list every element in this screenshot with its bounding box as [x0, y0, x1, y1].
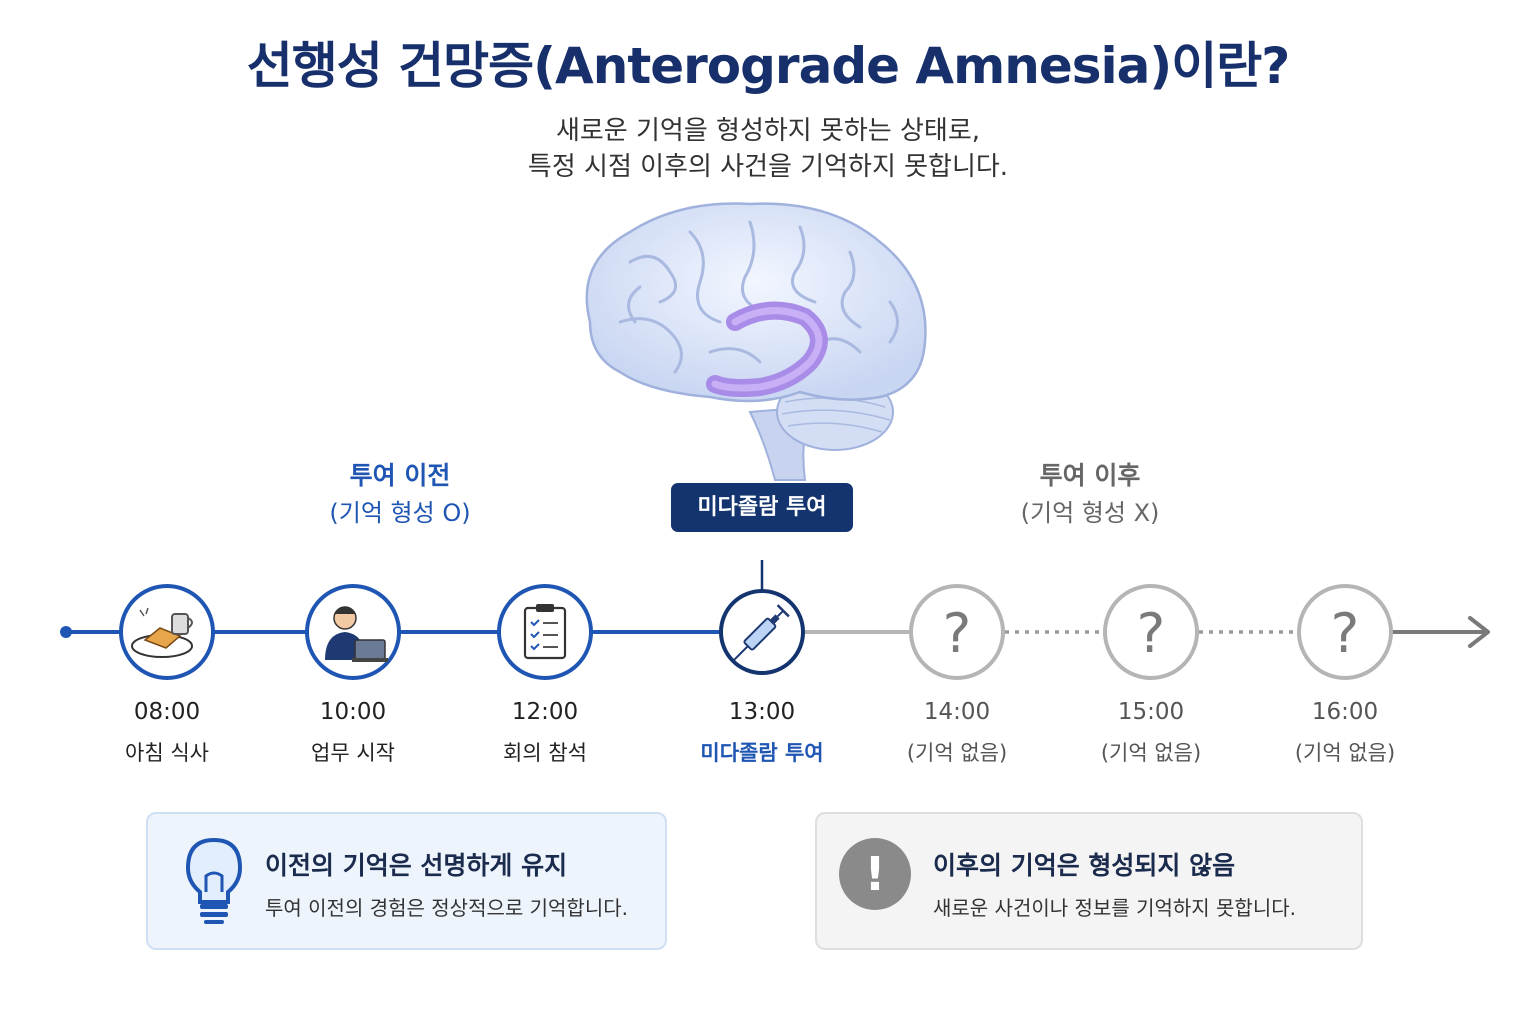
event-label: (기억 없음)	[1100, 741, 1202, 765]
time-label: 15:00	[1117, 699, 1185, 725]
subtitle-line-2: 특정 시점 이후의 사건을 기억하지 못합니다.	[527, 152, 1009, 182]
clipboard-checklist-icon	[497, 584, 593, 680]
right-card-text: 새로운 사건이나 정보를 기억하지 못합니다.	[933, 896, 1296, 920]
question-glyph-1: ?	[943, 602, 972, 665]
time-label: 14:00	[923, 699, 991, 725]
event-label: 아침 식사	[125, 741, 209, 765]
breakfast-icon	[119, 584, 215, 680]
hippocampus	[706, 301, 828, 397]
warning-glyph: !	[864, 847, 886, 901]
time-label: 10:00	[319, 699, 387, 725]
after-phase-label: 투여 이후	[1039, 461, 1141, 490]
timeline-arrowhead	[1468, 616, 1490, 648]
subtitle-line-1: 새로운 기억을 형성하지 못하는 상태로,	[555, 116, 981, 146]
brain-illustration	[585, 202, 927, 481]
left-card-title: 이전의 기억은 선명하게 유지	[265, 851, 568, 880]
question-icon	[1103, 584, 1199, 680]
left-card-text: 투여 이전의 경험은 정상적으로 기억합니다.	[265, 896, 628, 920]
question-icon	[1297, 584, 1393, 680]
page-title: 선행성 건망증(Anterograde Amnesia)이란?	[246, 37, 1290, 95]
before-phase-sub: (기억 형성 O)	[329, 499, 471, 527]
event-label: 회의 참석	[503, 741, 587, 765]
office-worker-icon	[305, 584, 401, 680]
timeline: ? ? ?	[60, 560, 1490, 680]
event-label: (기억 없음)	[906, 741, 1008, 765]
question-glyph-2: ?	[1137, 602, 1166, 665]
question-icon	[909, 584, 1005, 680]
syringe-icon	[719, 589, 805, 675]
lightbulb-icon	[185, 837, 243, 924]
warning-icon: !	[839, 838, 911, 910]
time-label: 12:00	[511, 699, 579, 725]
before-phase-label: 투여 이전	[349, 461, 451, 490]
midazolam-dose-box: 미다졸람 투여	[671, 483, 853, 532]
event-label-dose: 미다졸람 투여	[700, 741, 824, 765]
cerebrum	[585, 202, 927, 403]
time-label: 08:00	[133, 699, 201, 725]
memory-not-formed-card: ! 이후의 기억은 형성되지 않음 새로운 사건이나 정보를 기억하지 못합니다…	[815, 812, 1363, 950]
question-glyph-3: ?	[1331, 602, 1360, 665]
time-label: 13:00	[728, 699, 796, 725]
event-label: (기억 없음)	[1294, 741, 1396, 765]
time-label: 16:00	[1311, 699, 1379, 725]
event-label: 업무 시작	[311, 741, 395, 765]
memory-retained-card: 이전의 기억은 선명하게 유지 투여 이전의 경험은 정상적으로 기억합니다.	[146, 812, 667, 950]
after-phase-sub: (기억 형성 X)	[1020, 499, 1160, 527]
right-card-title: 이후의 기억은 형성되지 않음	[933, 851, 1236, 880]
